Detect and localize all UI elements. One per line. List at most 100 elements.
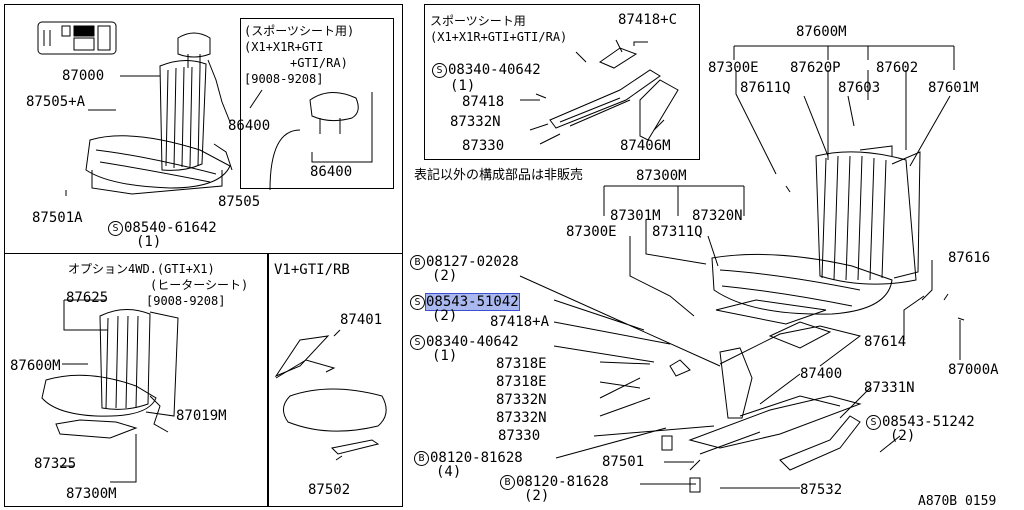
bolt-symbol-icon: B	[410, 255, 425, 270]
inset-part-87406m: 87406M	[620, 138, 671, 154]
part-87600m: 87600M	[796, 24, 847, 40]
panel-inset-sports	[424, 4, 700, 160]
part-87400: 87400	[800, 366, 843, 382]
seat-drawing-bottom-left	[41, 299, 179, 483]
panel-bottom-left	[4, 253, 269, 507]
inset-part-87418c: 87418+C	[618, 12, 678, 28]
screw-3-qty: (2)	[890, 428, 916, 444]
inset-part-87332n: 87332N	[450, 114, 501, 130]
part-87000a: 87000A	[948, 362, 999, 378]
bolt-symbol-icon: B	[414, 451, 429, 466]
main-note: 表記以外の構成部品は非販売	[414, 168, 584, 183]
sports-note-line4: [9008-9208]	[244, 72, 324, 86]
part-87318e-2: 87318E	[496, 374, 547, 390]
part-87000: 87000	[62, 68, 105, 84]
panel-bottom-mid	[267, 253, 403, 507]
screw-symbol-icon: S	[410, 295, 425, 310]
sports-part-86400: 86400	[310, 164, 353, 180]
part-87505: 87505	[218, 194, 261, 210]
part-86400: 86400	[228, 118, 271, 134]
bolt-code: 08127-02028	[426, 254, 519, 270]
inset-part-87418: 87418	[462, 94, 505, 110]
inset-screw-qty: (1)	[450, 78, 476, 94]
bolt-2-qty: (4)	[436, 464, 462, 480]
screw-code: 08540-61642	[124, 220, 217, 236]
sports-headrest-drawing	[269, 92, 373, 191]
part-87300m: 87300M	[636, 168, 687, 184]
option-line3: [9008-9208]	[146, 294, 226, 308]
bolt-3-qty: (2)	[524, 488, 550, 504]
part-87019m: 87019M	[176, 408, 227, 424]
part-87330: 87330	[498, 428, 541, 444]
option-line2: (ヒーターシート)	[150, 278, 249, 292]
part-87505a: 87505+A	[26, 94, 86, 110]
seat-drawing-top-left	[85, 32, 231, 195]
bolt-code: 08120-81628	[430, 450, 523, 466]
part-87501a: 87501A	[32, 210, 83, 226]
part-87300e: 87300E	[566, 224, 617, 240]
bolt-code: 08120-81628	[516, 474, 609, 490]
part-87332n-2: 87332N	[496, 410, 547, 426]
part-87616: 87616	[948, 250, 991, 266]
inset-part-87330: 87330	[462, 138, 505, 154]
selected-part-number[interactable]: 08543-51042	[425, 293, 520, 311]
part-87625: 87625	[66, 290, 109, 306]
inset-title-line1: スポーツシート用	[430, 14, 526, 28]
part-87325: 87325	[34, 456, 77, 472]
screw-symbol-icon: S	[432, 63, 447, 78]
cushion-drawing-v1	[274, 329, 387, 461]
part-87532: 87532	[800, 482, 843, 498]
option-line1: オプション4WD.(GTI+X1)	[68, 262, 215, 276]
screw-symbol-icon: S	[108, 221, 123, 236]
figure-id: A870B 0159	[918, 494, 997, 509]
part-87603: 87603	[838, 80, 881, 96]
part-87611q: 87611Q	[740, 80, 791, 96]
screw-symbol-icon: S	[410, 335, 425, 350]
screw-qty: (1)	[136, 234, 162, 250]
part-87300e-top: 87300E	[708, 60, 759, 76]
inset-title-line2: (X1+X1R+GTI+GTI/RA)	[430, 30, 568, 44]
inset-rail-drawing	[520, 39, 679, 145]
part-87620p: 87620P	[790, 60, 841, 76]
screw-code: 08340-40642	[448, 62, 541, 78]
part-87614: 87614	[864, 334, 907, 350]
seat-switch-icon	[37, 21, 117, 55]
screw-symbol-icon: S	[866, 415, 881, 430]
screw-code: 08543-51242	[882, 414, 975, 430]
bolt-symbol-icon: B	[500, 475, 515, 490]
part-87318e-1: 87318E	[496, 356, 547, 372]
screw-code: 08340-40642	[426, 334, 519, 350]
main-seat-drawing	[661, 145, 921, 493]
part-87501: 87501	[602, 454, 645, 470]
bolt-1-qty: (2)	[432, 268, 458, 284]
sports-note-line2: (X1+X1R+GTI	[244, 40, 324, 54]
part-87332n-1: 87332N	[496, 392, 547, 408]
part-87502: 87502	[308, 482, 351, 498]
part-87300m-bl: 87300M	[66, 486, 117, 502]
part-87311q: 87311Q	[652, 224, 703, 240]
part-87601m: 87601M	[928, 80, 979, 96]
part-87331n: 87331N	[864, 380, 915, 396]
part-87600m-bl: 87600M	[10, 358, 61, 374]
screw-selected-qty: (2)	[432, 308, 458, 324]
part-87401: 87401	[340, 312, 383, 328]
panel-sports-headrest	[240, 18, 394, 189]
v1-title: V1+GTI/RB	[274, 262, 350, 278]
part-87320n: 87320N	[692, 208, 743, 224]
part-87301m: 87301M	[610, 208, 661, 224]
part-87418a: 87418+A	[490, 314, 550, 330]
sports-note-line1: (スポーツシート用)	[244, 24, 355, 38]
sports-note-line3: +GTI/RA)	[290, 56, 348, 70]
part-87602: 87602	[876, 60, 919, 76]
screw-2-qty: (1)	[432, 348, 458, 364]
